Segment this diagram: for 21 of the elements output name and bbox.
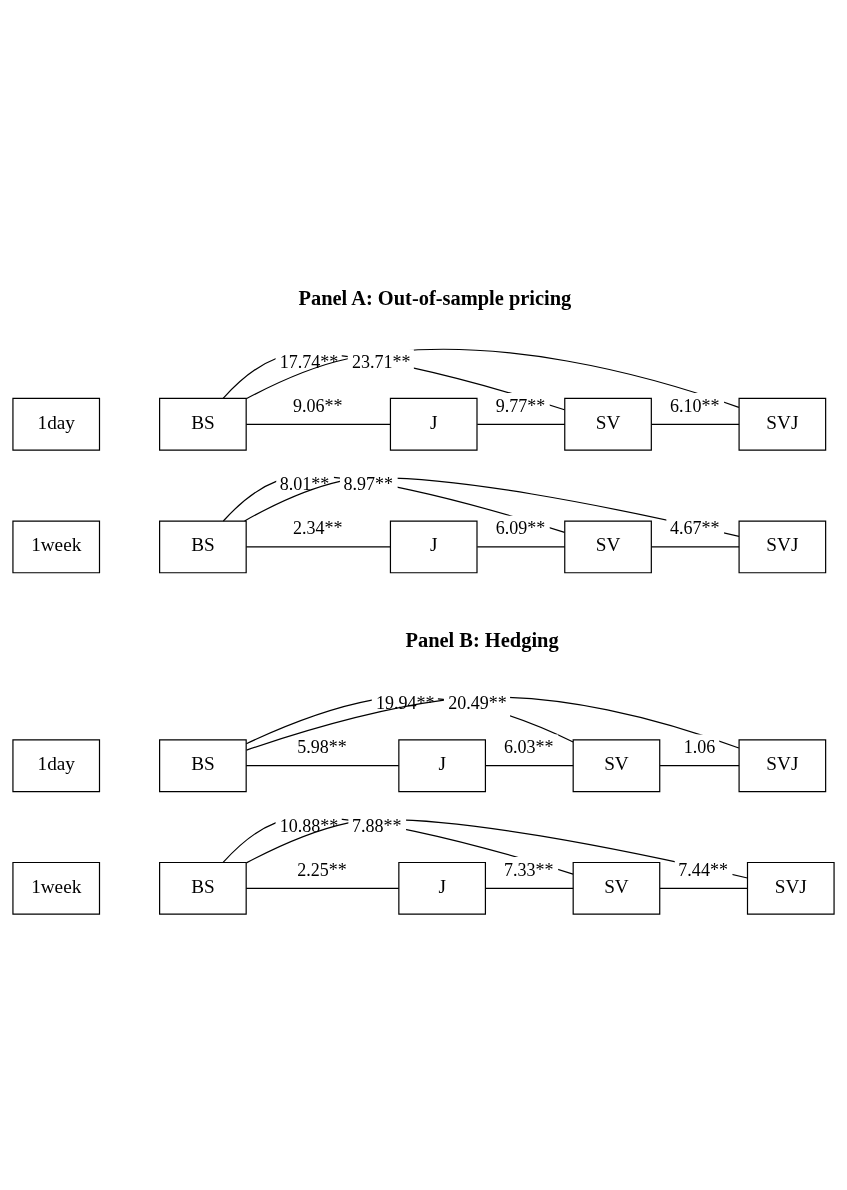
edge-label: 6.03** bbox=[504, 737, 554, 758]
edge-label: 10.88** bbox=[279, 815, 339, 836]
edge-label: 17.74** bbox=[279, 351, 339, 372]
edge-label: 2.25** bbox=[297, 859, 347, 880]
edge-label: 20.49** bbox=[448, 693, 507, 714]
edge-label: 7.33** bbox=[504, 859, 554, 880]
edge-label: 6.09** bbox=[495, 518, 546, 539]
edge-label: 23.71** bbox=[351, 351, 411, 372]
edge-label: 1.06 bbox=[683, 737, 716, 758]
edge-label: 5.98** bbox=[297, 737, 347, 758]
edge-label: 4.67** bbox=[669, 518, 720, 539]
edge-label: 8.01** bbox=[279, 474, 330, 495]
edge-label: 8.97** bbox=[343, 474, 394, 495]
edge-label: 7.88** bbox=[351, 815, 402, 836]
edge-label: 9.06** bbox=[293, 395, 343, 416]
label: Panel A: Out-of-sample pricing bbox=[298, 287, 572, 310]
edge-label: 6.10** bbox=[669, 395, 720, 416]
edge-label: 2.34** bbox=[293, 518, 343, 539]
edge-label: 7.44** bbox=[678, 859, 728, 880]
label: Panel B: Hedging bbox=[405, 628, 559, 651]
edge-label: 9.77** bbox=[495, 395, 546, 416]
